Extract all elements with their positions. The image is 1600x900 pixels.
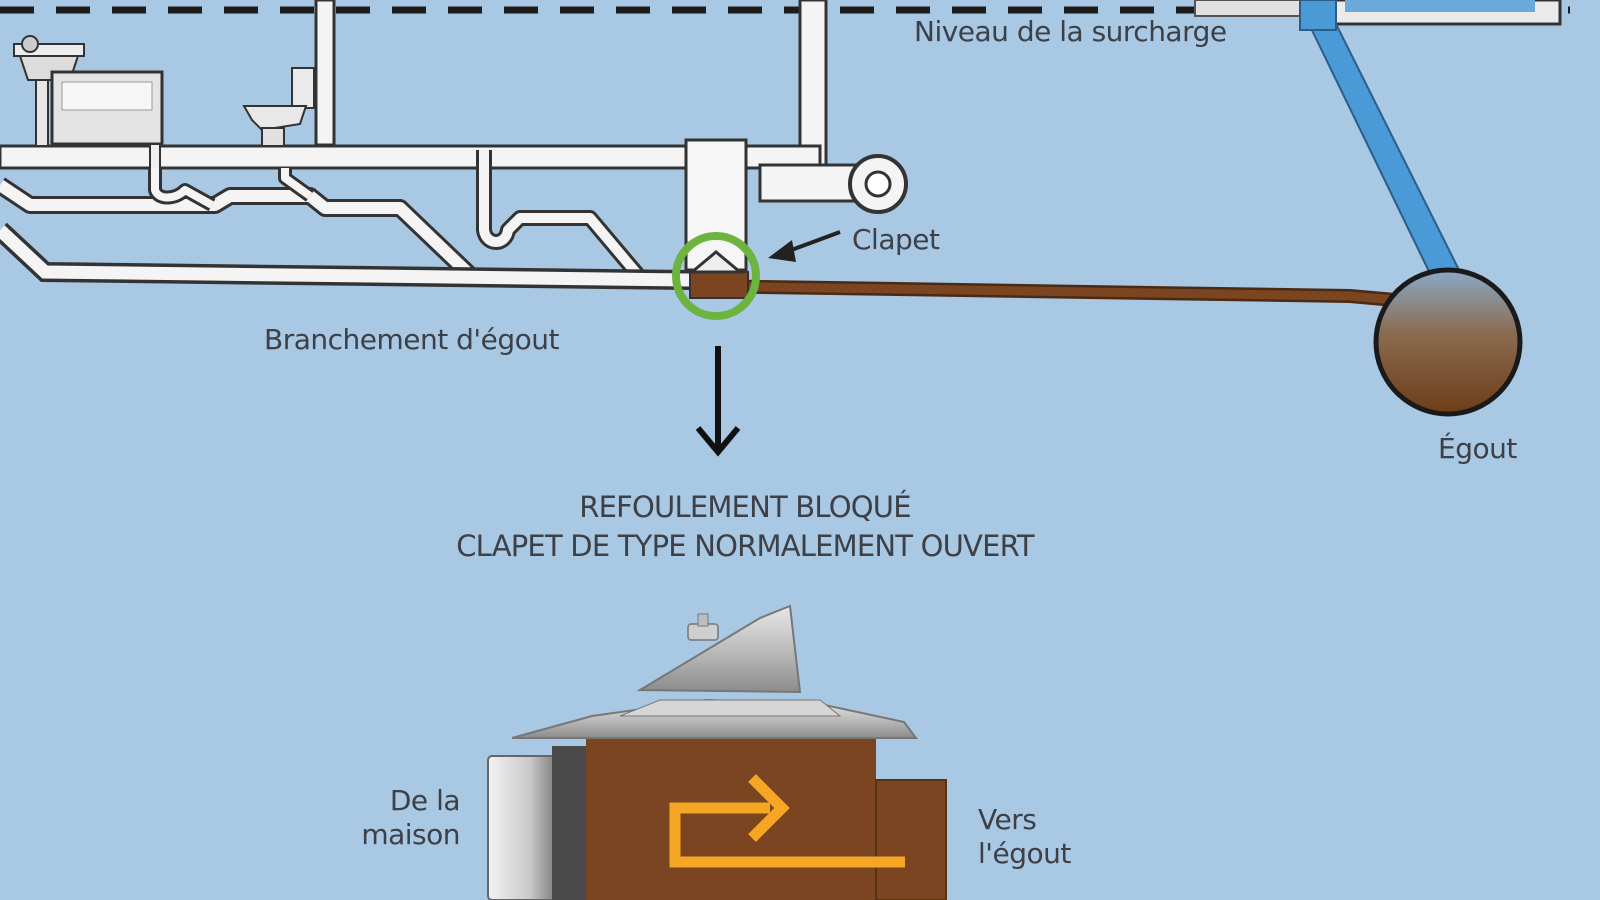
caption-line-2: CLAPET DE TYPE NORMALEMENT OUVERT bbox=[456, 529, 1034, 564]
storm-drain-pipe bbox=[1299, 0, 1467, 292]
to-sewer-label: Vers l'égout bbox=[978, 803, 1071, 870]
flow-arrow bbox=[669, 774, 905, 868]
main-house-drain bbox=[0, 222, 691, 290]
from-house-line-2: maison bbox=[361, 817, 460, 851]
branch-drains bbox=[0, 150, 645, 282]
sewer-main-label: Égout bbox=[1438, 432, 1517, 465]
from-house-line-1: De la bbox=[389, 784, 461, 817]
upper-drain-pipe bbox=[0, 144, 908, 214]
toilet-fixture bbox=[242, 67, 315, 147]
from-house-label: De la maison bbox=[354, 784, 460, 851]
clapet-pointer-arrow bbox=[768, 230, 841, 262]
to-sewer-line-1: Vers bbox=[978, 803, 1037, 836]
street-structure bbox=[1194, 0, 1562, 26]
valve-cleanout-box bbox=[684, 138, 748, 272]
valve-highlight-circle bbox=[672, 232, 760, 320]
sewer-branch-label: Branchement d'égout bbox=[264, 323, 559, 356]
caption-line-1: REFOULEMENT BLOQUÉ bbox=[579, 490, 911, 524]
clapet-valve bbox=[687, 250, 749, 299]
valve-detail-illustration bbox=[487, 604, 947, 900]
sewer-lateral-pipe bbox=[699, 279, 1396, 307]
diagram-caption: REFOULEMENT BLOQUÉ CLAPET DE TYPE NORMAL… bbox=[330, 488, 1160, 566]
sewer-main bbox=[1373, 267, 1523, 417]
clapet-label: Clapet bbox=[852, 223, 940, 256]
surcharge-level-label: Niveau de la surcharge bbox=[914, 15, 1227, 48]
bathtub-fixture bbox=[50, 70, 164, 185]
down-arrow bbox=[695, 346, 741, 457]
to-sewer-line-2: l'égout bbox=[978, 836, 1071, 870]
